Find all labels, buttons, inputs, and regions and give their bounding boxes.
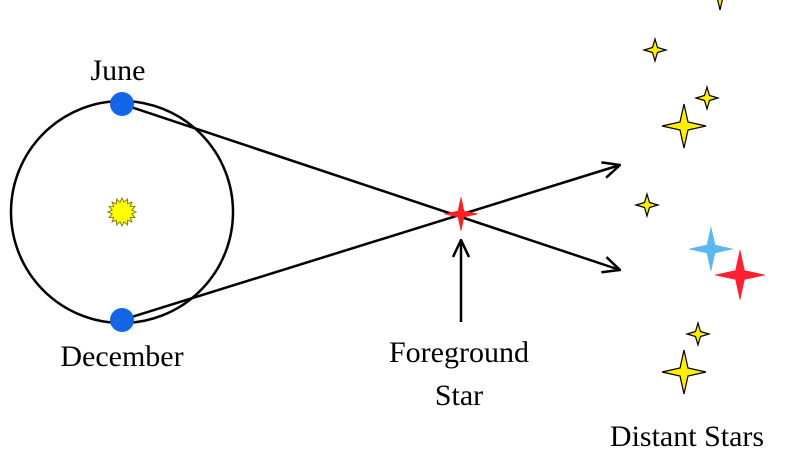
earth-december — [110, 308, 134, 332]
distant-star-icon — [661, 103, 707, 149]
sight-line-june — [121, 102, 620, 270]
distant-star-icon — [688, 226, 734, 272]
distant-star-icon — [693, 84, 721, 112]
distant-star-icon — [717, 0, 723, 11]
label-foreground-star-line1: Foreground — [389, 336, 529, 369]
label-distant-stars: Distant Stars — [610, 420, 764, 453]
label-foreground-star-line2: Star — [435, 379, 483, 412]
distant-star-icon — [684, 320, 712, 348]
sight-line-december — [121, 165, 620, 322]
label-december: December — [60, 340, 183, 373]
label-june: June — [91, 54, 146, 87]
distant-star-icon — [661, 349, 707, 395]
distant-star-icon — [714, 249, 766, 301]
earth-june — [110, 92, 134, 116]
foreground-star-icon — [443, 196, 479, 232]
sun-icon — [106, 196, 138, 228]
distant-star-icon — [641, 36, 669, 64]
distant-star-icon — [633, 191, 661, 219]
